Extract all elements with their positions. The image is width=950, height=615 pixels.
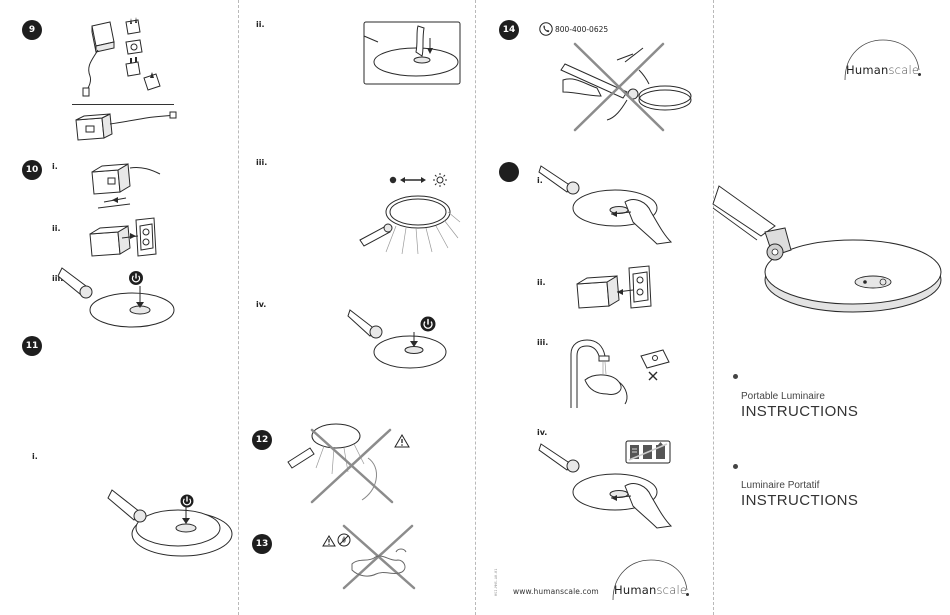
step-12-badge: 12 xyxy=(252,430,272,450)
dont-look-at-light-illustration xyxy=(288,418,408,506)
logo-wordmark-part1: Human xyxy=(846,63,888,77)
no-water-icon xyxy=(337,533,351,547)
step-11-substep-iii: iii. xyxy=(256,158,267,167)
power-icon xyxy=(180,494,194,508)
cover-logo: Humanscale xyxy=(843,38,923,82)
panel-steps-14-15: 14 800-400-0625 i. ii. xyxy=(475,0,713,615)
panel-steps-11-13: ii. iii. iv. 12 xyxy=(238,0,475,615)
lamp-touch-illustration xyxy=(108,486,232,582)
logo-wordmark-part2: scale xyxy=(656,583,687,597)
step-9-badge: 9 xyxy=(22,20,42,40)
power-off-press-illustration xyxy=(348,304,448,374)
wet-cloth-faucet-illustration xyxy=(569,338,681,410)
step-10-substep-ii: ii. xyxy=(52,224,61,233)
warning-icon xyxy=(394,434,410,448)
logo-wordmark: Humanscale xyxy=(614,583,687,597)
logo-dot xyxy=(686,593,689,596)
step-15-badge xyxy=(499,162,519,182)
footer-logo: Humanscale xyxy=(611,558,691,602)
phone-icon xyxy=(539,22,553,36)
step-11-substep-i: i. xyxy=(32,452,38,461)
step-11-badge: 11 xyxy=(22,336,42,356)
logo-dot xyxy=(918,73,921,76)
warning-icon xyxy=(322,535,336,547)
step-11-substep-ii: ii. xyxy=(256,20,265,29)
dim-bright-arrow-icon xyxy=(388,173,450,187)
lamp-light-rays-illustration xyxy=(356,192,460,256)
power-button-press-illustration xyxy=(56,262,174,332)
logo-wordmark-part2: scale xyxy=(888,63,919,77)
panel-steps-9-11: 9 10 i. ii. xyxy=(0,0,238,615)
adapter-connect-illustration xyxy=(84,158,164,214)
french-subtitle: Luminaire Portatif xyxy=(741,480,819,491)
no-disassembly-illustration xyxy=(555,40,685,136)
logo-wordmark: Humanscale xyxy=(846,63,919,77)
english-subtitle: Portable Luminaire xyxy=(741,391,825,402)
website-url[interactable]: www.humanscale.com xyxy=(513,587,599,596)
step-15-substep-iii: iii. xyxy=(537,338,548,347)
power-icon xyxy=(420,316,436,332)
step-13-badge: 13 xyxy=(252,534,272,554)
step-9-separator xyxy=(72,104,174,105)
power-adapter-plugs-illustration xyxy=(80,16,170,98)
touch-sensor-press-illustration xyxy=(364,22,460,84)
desk-lamp-product-illustration xyxy=(713,168,950,318)
logo-wordmark-part1: Human xyxy=(614,583,656,597)
french-title: INSTRUCTIONS xyxy=(741,492,858,509)
wipe-dry-cloth-illustration xyxy=(539,440,675,532)
support-phone-number: 800-400-0625 xyxy=(555,25,608,34)
step-10-substep-i: i. xyxy=(52,162,58,171)
wipe-lamp-cloth-illustration xyxy=(539,152,675,244)
panel-cover: Humanscale Portable Luminaire INSTRUCTIO… xyxy=(713,0,950,615)
english-title: INSTRUCTIONS xyxy=(741,403,858,420)
step-11-substep-iv: iv. xyxy=(256,300,266,309)
step-10-badge: 10 xyxy=(22,160,42,180)
unplug-adapter-illustration xyxy=(571,262,661,314)
step-15-substep-ii: ii. xyxy=(537,278,546,287)
step-15-substep-iv: iv. xyxy=(537,428,547,437)
power-icon xyxy=(129,271,143,285)
french-section-bullet xyxy=(733,464,738,469)
document-code: HSI-MHS-A0-01 xyxy=(494,569,498,596)
wall-outlet-plug-illustration xyxy=(84,214,164,264)
english-section-bullet xyxy=(733,374,738,379)
transformer-adapter-illustration xyxy=(72,110,182,144)
step-14-badge: 14 xyxy=(499,20,519,40)
